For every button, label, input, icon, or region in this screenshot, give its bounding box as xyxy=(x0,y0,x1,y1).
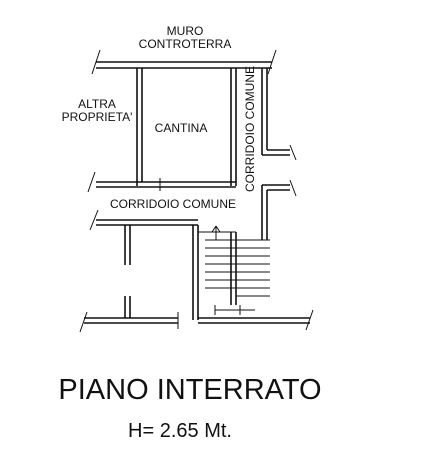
label-cantina: CANTINA xyxy=(155,121,208,135)
right-corridor-wall xyxy=(261,68,297,240)
cantina-room xyxy=(136,68,237,191)
label-controterra: CONTROTERRA xyxy=(139,37,232,51)
left-wall-stub xyxy=(87,171,137,193)
label-muro: MURO xyxy=(167,24,204,38)
corridor-lower-wall xyxy=(89,209,198,265)
label-corridoio-vertical: CORRIDOIO COMUNE xyxy=(243,66,257,192)
height-note: H= 2.65 Mt. xyxy=(128,420,232,442)
stair-block xyxy=(192,225,270,320)
plan-title: PIANO INTERRATO xyxy=(58,374,321,406)
bottom-wall xyxy=(79,296,314,333)
top-wall xyxy=(91,49,277,75)
label-altra: ALTRA xyxy=(78,97,116,111)
label-corridoio-horizontal: CORRIDOIO COMUNE xyxy=(110,197,236,211)
label-proprieta: PROPRIETA' xyxy=(62,110,133,124)
